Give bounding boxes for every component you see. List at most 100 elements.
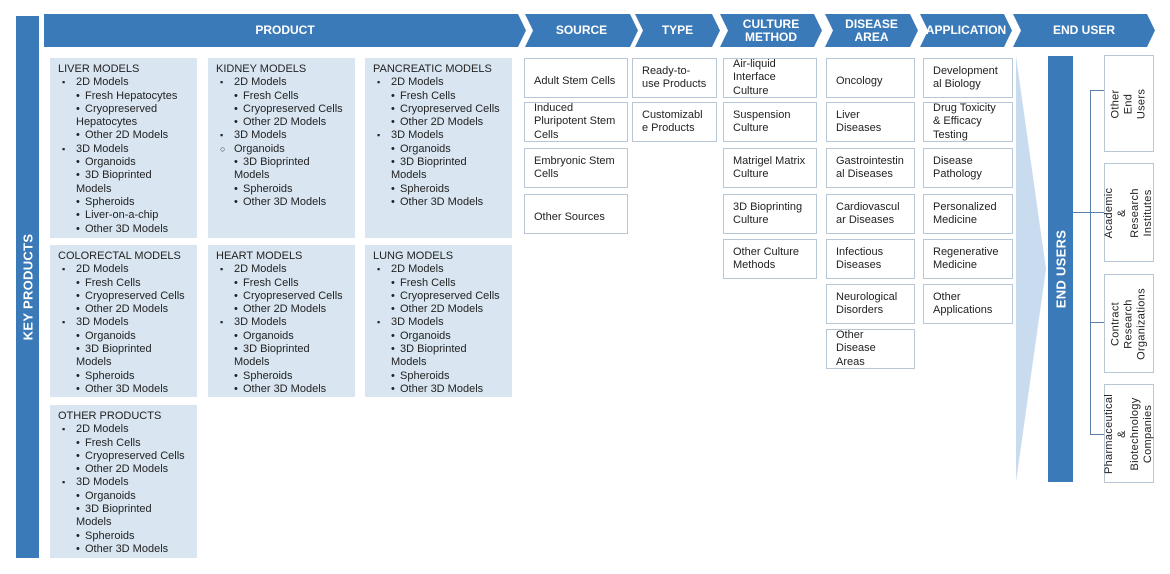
product-item: Other 3D Models — [373, 196, 504, 209]
product-item-label: 3D Bioprinted Models — [234, 156, 310, 182]
application-box: Disease Pathology — [923, 148, 1013, 188]
product-item: 2D Models — [216, 263, 347, 276]
product-item-label: Cryopreserved Cells — [243, 102, 343, 115]
product-panel-title: COLORECTAL MODELS — [58, 250, 181, 262]
product-panel: LIVER MODELS2D ModelsFresh HepatocytesCr… — [50, 58, 197, 238]
type-box: Customizable Products — [632, 102, 717, 142]
source-box: Induced Pluripotent Stem Cells — [524, 102, 628, 142]
product-item: Other 3D Models — [373, 383, 504, 396]
product-item-label: 3D Bioprinted Models — [76, 343, 152, 369]
product-item: 3D Models — [373, 129, 504, 142]
product-item-label: Liver-on-a-chip — [85, 209, 159, 222]
product-item: Fresh Cells — [216, 90, 347, 103]
header-label: APPLICATION — [925, 23, 1007, 37]
product-item: Fresh Cells — [58, 437, 189, 450]
product-item-label: 3D Bioprinted Models — [76, 503, 152, 529]
product-item: 2D Models — [58, 76, 189, 89]
source-box: Adult Stem Cells — [524, 58, 628, 98]
product-item-label: Fresh Cells — [243, 276, 299, 289]
product-item-label: Other 3D Models — [85, 542, 169, 555]
product-item: Liver-on-a-chip — [58, 209, 189, 222]
product-item: Other 2D Models — [373, 116, 504, 129]
product-item-label: Cryopreserved Cells — [85, 449, 185, 462]
disease-area-label: Infectious Diseases — [836, 245, 884, 271]
product-item-label: Spheroids — [85, 529, 135, 542]
disease-area-box: Oncology — [826, 58, 915, 98]
product-item-label: Cryopreserved Cells — [400, 102, 500, 115]
header-label: SOURCE — [555, 23, 608, 37]
product-item-label: Organoids — [85, 489, 136, 502]
culture-method-box: Suspension Culture — [723, 102, 817, 142]
product-item: 3D Models — [58, 316, 189, 329]
product-item-label: Other 3D Models — [400, 382, 484, 395]
culture-method-box: Other Culture Methods — [723, 239, 817, 279]
product-item-label: Other 3D Models — [400, 195, 484, 208]
product-item-label: Spheroids — [400, 369, 450, 382]
application-box: Personalized Medicine — [923, 194, 1013, 234]
product-item: Other 2D Models — [58, 303, 189, 316]
header-6: END USER — [1013, 14, 1155, 47]
product-item: Other 3D Models — [58, 223, 189, 236]
source-box: Other Sources — [524, 194, 628, 234]
product-item: Cryopreserved Hepatocytes — [58, 103, 189, 130]
product-item-label: 2D Models — [234, 263, 287, 276]
end-user-label: Other End Users — [1109, 88, 1148, 119]
source-label: Other Sources — [534, 210, 605, 223]
disease-area-box: Cardiovascular Diseases — [826, 194, 915, 234]
culture-method-label: Suspension Culture — [733, 108, 791, 134]
product-item: Organoids — [58, 490, 189, 503]
product-item-label: Other 2D Models — [85, 129, 169, 142]
product-item: Spheroids — [58, 196, 189, 209]
product-item: 2D Models — [373, 76, 504, 89]
product-item-label: Cryopreserved Hepatocytes — [76, 102, 158, 129]
product-item: Cryopreserved Cells — [373, 103, 504, 116]
product-item-label: Other 3D Models — [243, 382, 327, 395]
product-item: Fresh Cells — [58, 277, 189, 290]
end-users-bar: END USERS — [1048, 56, 1073, 482]
product-item: Spheroids — [373, 370, 504, 383]
product-item-label: 2D Models — [234, 76, 287, 89]
culture-method-label: 3D Bioprinting Culture — [733, 200, 803, 226]
product-item: Spheroids — [216, 183, 347, 196]
end-user-label: Academic & Research Institutes — [1103, 187, 1154, 238]
disease-area-label: Liver Diseases — [836, 108, 882, 134]
product-item: 3D Bioprinted Models — [58, 343, 189, 370]
product-item-label: 3D Models — [76, 316, 129, 329]
product-item-label: 2D Models — [76, 76, 129, 89]
disease-area-label: Gastrointestinal Diseases — [836, 154, 904, 180]
connector-vertical — [1090, 90, 1091, 435]
product-item-label: 3D Models — [391, 316, 444, 329]
application-box: Regenerative Medicine — [923, 239, 1013, 279]
source-label: Embryonic Stem Cells — [534, 154, 615, 180]
product-panel-title: OTHER PRODUCTS — [58, 410, 162, 422]
header-label: END USER — [1052, 23, 1115, 37]
header-3: CULTURE METHOD — [720, 14, 822, 47]
product-item-label: 3D Bioprinted Models — [391, 343, 467, 369]
product-item-label: Fresh Cells — [85, 436, 141, 449]
product-item: 2D Models — [373, 263, 504, 276]
source-label: Induced Pluripotent Stem Cells — [534, 101, 616, 141]
product-item-label: Fresh Hepatocytes — [85, 89, 178, 102]
product-item-label: 2D Models — [76, 263, 129, 276]
connector-3 — [1090, 322, 1104, 323]
application-label: Disease Pathology — [933, 154, 982, 180]
culture-method-box: 3D Bioprinting Culture — [723, 194, 817, 234]
product-item-label: 3D Models — [234, 129, 287, 142]
product-item-label: Fresh Cells — [400, 89, 456, 102]
product-item: 3D Models — [373, 316, 504, 329]
product-item-label: Spheroids — [243, 369, 293, 382]
product-item: Organoids — [58, 156, 189, 169]
product-item: Organoids — [373, 330, 504, 343]
header-label: TYPE — [661, 23, 694, 37]
connector-2 — [1090, 212, 1104, 213]
source-label: Adult Stem Cells — [534, 74, 616, 87]
product-item: Other 2D Models — [58, 129, 189, 142]
product-item-label: 3D Bioprinted Models — [76, 169, 152, 195]
product-item: Other 2D Models — [373, 303, 504, 316]
product-item: 3D Bioprinted Models — [373, 343, 504, 370]
product-item-label: Organoids — [85, 329, 136, 342]
product-item-label: Other 2D Models — [400, 303, 484, 316]
product-item: Other 3D Models — [216, 196, 347, 209]
product-panel-title: LIVER MODELS — [58, 63, 140, 75]
product-item: Other 2D Models — [216, 303, 347, 316]
